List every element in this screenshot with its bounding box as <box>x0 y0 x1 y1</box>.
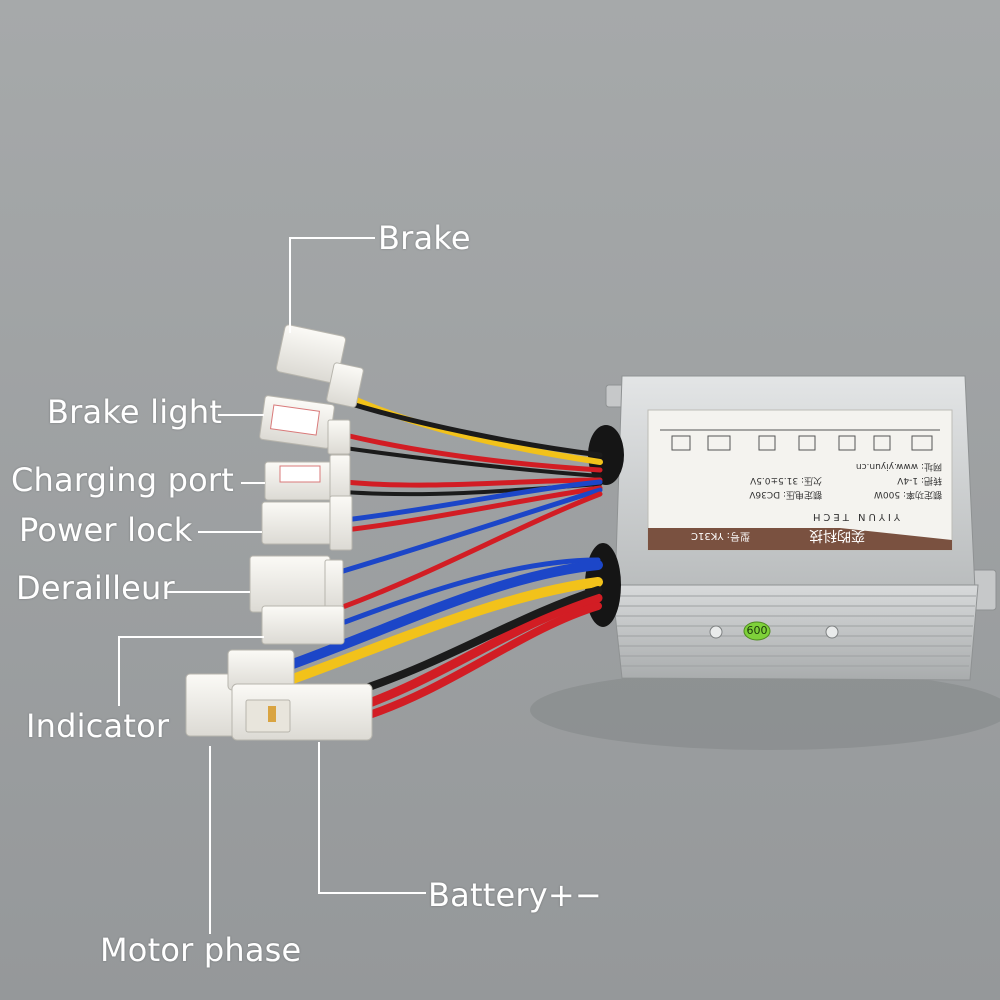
indicator-label: Indicator <box>26 707 170 745</box>
qc-sticker-text: 009 <box>747 623 768 636</box>
qc-sticker <box>743 621 771 641</box>
motor-phase-label: Motor phase <box>100 931 302 969</box>
brand-name-en: YIYUN TECH <box>810 511 901 522</box>
screw <box>709 625 723 639</box>
charging-port-label: Charging port <box>11 461 234 499</box>
website-text: 网址: www.yiyun.cn <box>856 461 942 473</box>
model-text: 型号: YK31C <box>691 530 750 543</box>
undervoltage-text: 欠压: 31.5±0.5V <box>749 475 822 487</box>
power-lock-label: Power lock <box>19 511 193 549</box>
battery-connector <box>231 683 373 741</box>
wiring-diagram <box>660 429 940 451</box>
brake-light-label: Brake light <box>47 393 223 431</box>
controller-shadow <box>530 670 1000 750</box>
brake-connector <box>275 324 364 408</box>
indicator-connector <box>261 605 345 645</box>
derailleur-label: Derailleur <box>16 569 175 607</box>
battery-label: Battery+− <box>428 876 602 914</box>
power-lock-connector <box>261 495 353 551</box>
leader-lines <box>118 237 426 934</box>
charging-port-connector <box>264 454 351 502</box>
brand-name-cn: 奕昀科技 <box>809 527 865 543</box>
rated-power-text: 额定功率: 500W <box>874 489 942 501</box>
rated-voltage-text: 额定电压: DC36V <box>748 489 822 501</box>
wire-harness <box>285 392 603 722</box>
screw <box>825 625 839 639</box>
product-label: 奕昀科技 YIYUN TECH 型号: YK31C 额定功率: 500W 转把:… <box>647 409 953 551</box>
brake-light-connector <box>259 395 351 455</box>
derailleur-connector <box>249 555 344 613</box>
throttle-text: 转把: 1-4V <box>896 475 942 487</box>
brake-label: Brake <box>378 219 471 257</box>
